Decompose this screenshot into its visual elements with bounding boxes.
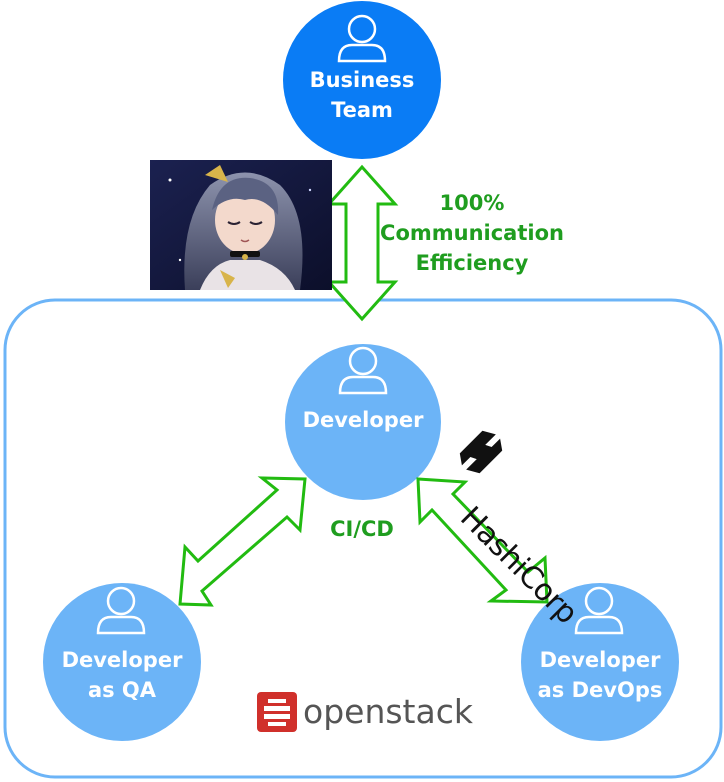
developer-qa-label-line2: as QA: [87, 678, 157, 702]
openstack-logo-icon: [257, 692, 297, 732]
developer-devops-circle: [521, 583, 679, 741]
person-outline-icon: [337, 14, 387, 63]
developer-qa-circle: [43, 583, 201, 741]
person-outline-icon: [96, 586, 146, 635]
business-developer-arrow: [325, 164, 399, 322]
openstack-wordmark: openstack: [303, 692, 473, 731]
developer-label: Developer: [293, 405, 433, 435]
developer-qa-label-line1: Developer: [61, 648, 183, 672]
developer-devops-arrow: [416, 477, 549, 604]
developer-qa-arrow: [178, 476, 307, 607]
developer-circle: [285, 344, 441, 500]
efficiency-line3: Efficiency: [415, 251, 529, 275]
developer-devops-label-line2: as DevOps: [537, 678, 663, 702]
communication-efficiency-label: 100% Communication Efficiency: [380, 188, 564, 278]
developer-label-line1: Developer: [302, 408, 424, 432]
hashicorp-logo-icon: [459, 430, 503, 474]
business-team-label: Business Team: [292, 65, 432, 125]
efficiency-line1: 100%: [439, 191, 505, 215]
cicd-label: CI/CD: [330, 517, 394, 541]
business-team-label-line1: Business: [309, 68, 415, 92]
character-illustration: [150, 160, 332, 290]
efficiency-line2: Communication: [380, 221, 564, 245]
person-outline-icon: [338, 346, 388, 395]
developer-qa-label: Developer as QA: [47, 645, 197, 705]
business-team-circle: [283, 1, 441, 159]
business-team-label-line2: Team: [331, 98, 393, 122]
developer-devops-label: Developer as DevOps: [520, 645, 680, 705]
person-outline-icon: [574, 586, 624, 635]
developer-devops-label-line1: Developer: [539, 648, 661, 672]
